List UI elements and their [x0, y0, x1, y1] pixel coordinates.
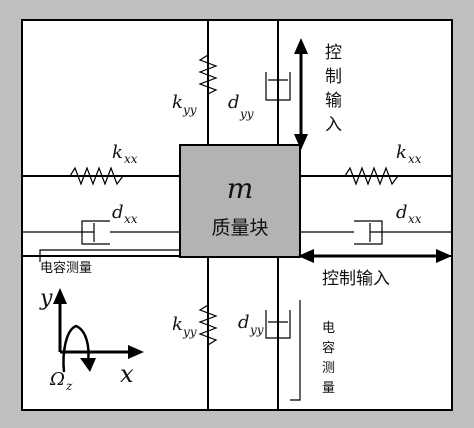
- spring-right: [300, 166, 452, 186]
- control-input-vertical-2: 制: [325, 67, 342, 87]
- mass-symbol: m: [227, 172, 254, 205]
- spring-top: [198, 20, 218, 145]
- cap-measure-horizontal: 电容测量: [40, 260, 92, 276]
- damper-bottom-d: d: [238, 312, 250, 333]
- spring-bottom-sub: yy: [182, 325, 197, 339]
- spring-top-k: k: [172, 92, 183, 113]
- cap-measure-vertical-2: 容: [322, 340, 335, 356]
- damper-left-sub: xx: [124, 212, 138, 226]
- damper-left-d: d: [112, 202, 124, 223]
- axis-y-label: y: [39, 286, 53, 311]
- rotation-arc: [62, 324, 90, 373]
- cap-measure-bottom-lead: [290, 300, 301, 401]
- spring-right-k: k: [396, 142, 407, 163]
- spring-left-sub: xx: [124, 152, 138, 166]
- control-arrow-horizontal-head-left: [298, 249, 314, 263]
- spring-top-sub: yy: [182, 103, 197, 117]
- control-input-vertical-1: 控: [325, 43, 342, 63]
- axis-x-label: x: [120, 360, 134, 388]
- damper-right-sub: xx: [408, 212, 422, 226]
- spring-right-sub: xx: [408, 152, 422, 166]
- damper-top-d: d: [228, 92, 240, 113]
- damper-bottom-sub: yy: [249, 323, 264, 337]
- rotation-arc-arrowhead: [80, 358, 96, 372]
- cap-measure-vertical-1: 电: [322, 321, 335, 336]
- spring-bottom-k: k: [172, 314, 183, 335]
- damper-right-d: d: [396, 202, 408, 223]
- mass-label: 质量块: [211, 217, 268, 239]
- spring-left: [22, 166, 180, 186]
- control-arrow-vertical-head-bottom: [294, 134, 308, 150]
- control-arrow-horizontal-head-right: [436, 249, 452, 263]
- mass-block: [179, 144, 301, 258]
- omega-sub: z: [65, 379, 73, 393]
- axis-y-arrowhead: [53, 288, 67, 304]
- spring-bottom: [198, 257, 218, 410]
- control-input-vertical-4: 入: [325, 115, 342, 135]
- damper-top-cylinder: [265, 72, 291, 101]
- cap-measure-left-lead: [39, 249, 180, 262]
- control-input-vertical-3: 输: [325, 91, 342, 111]
- spring-left-k: k: [112, 142, 123, 163]
- damper-top-sub: yy: [239, 107, 254, 121]
- control-arrow-vertical-head-top: [294, 38, 308, 54]
- cap-measure-vertical-4: 量: [322, 381, 335, 396]
- axis-x-arrowhead: [128, 345, 144, 359]
- control-input-horizontal: 控制输入: [322, 269, 390, 289]
- cap-measure-vertical-3: 测: [322, 361, 335, 376]
- omega-label: Ω: [49, 369, 65, 390]
